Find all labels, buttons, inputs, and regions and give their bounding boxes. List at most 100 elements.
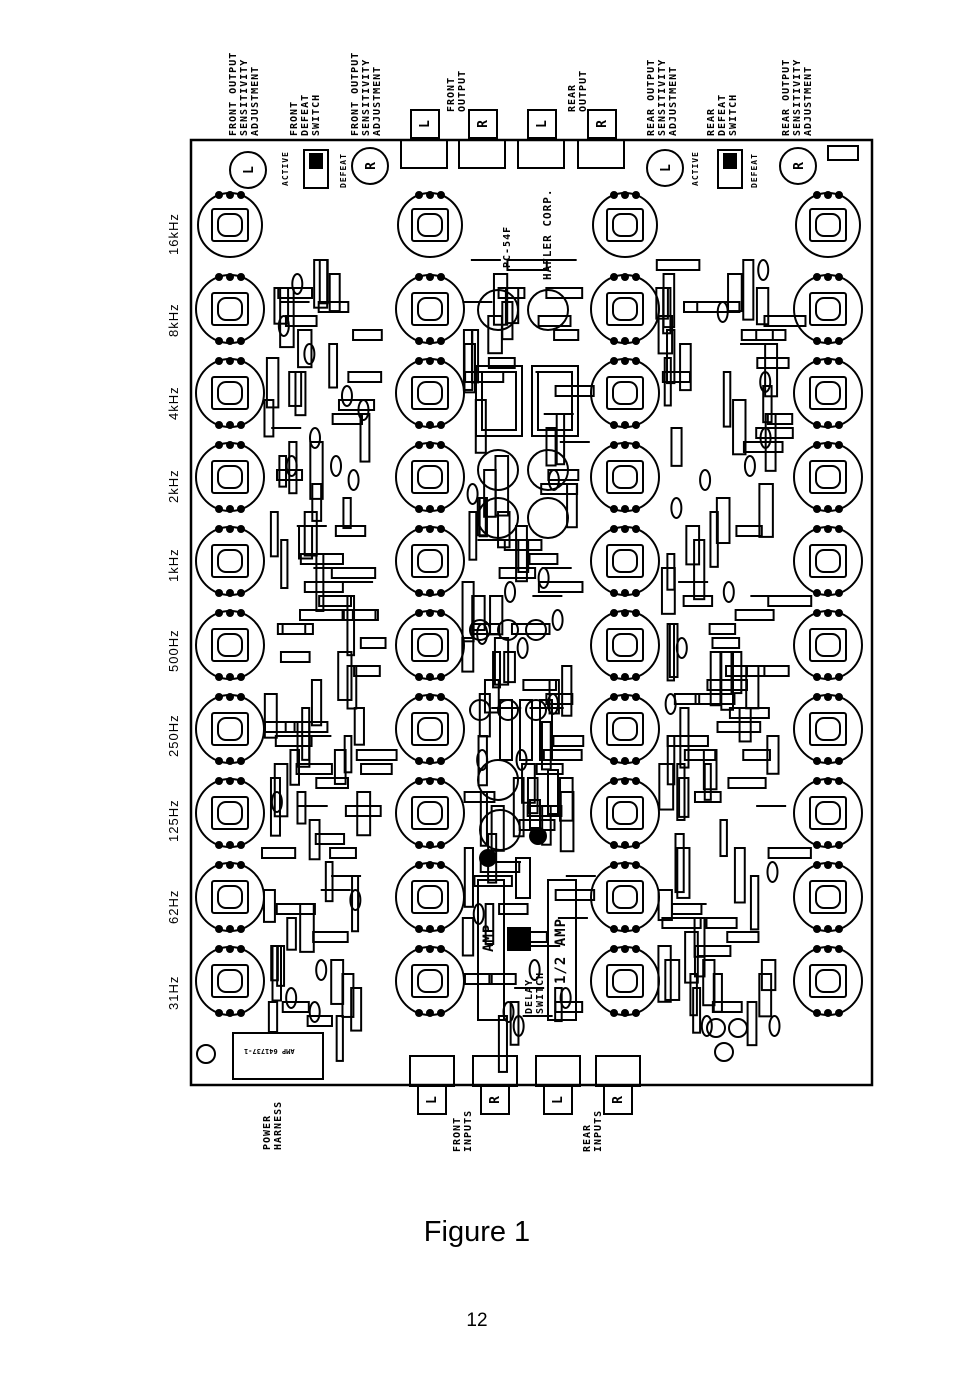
pot-pin <box>610 673 618 681</box>
resistor <box>275 903 316 915</box>
slider-pot-knob <box>815 213 841 237</box>
pot-pin <box>437 191 445 199</box>
resistor <box>488 973 517 985</box>
jack-letter: R <box>595 120 610 128</box>
led <box>529 827 547 845</box>
pot-pin <box>226 357 234 365</box>
pot-pin <box>215 861 223 869</box>
resistor <box>694 693 736 705</box>
slider-pot-knob <box>815 297 841 321</box>
resistor <box>284 721 329 733</box>
pot-pin <box>437 525 445 533</box>
resistor <box>676 763 686 821</box>
resistor <box>461 917 475 957</box>
capacitor <box>340 385 353 407</box>
pot-pin <box>426 945 434 953</box>
resistor <box>317 301 350 313</box>
resistor <box>303 511 318 557</box>
resistor <box>313 259 329 309</box>
resistor <box>657 889 673 922</box>
resistor <box>301 707 311 761</box>
pot-pin <box>226 337 234 345</box>
resistor <box>676 847 691 899</box>
capacitor <box>559 987 572 1009</box>
resistor <box>483 679 500 714</box>
pot-pin <box>215 357 223 365</box>
pot-pin <box>415 777 423 785</box>
pot-pin <box>415 589 423 597</box>
capacitor <box>759 371 772 393</box>
pot-pin <box>415 609 423 617</box>
resistor <box>684 931 699 984</box>
slider-pot-body <box>606 376 644 410</box>
slider-pot <box>793 862 863 932</box>
resistor <box>767 847 812 859</box>
pot-pin <box>632 191 640 199</box>
pot-pin <box>610 841 618 849</box>
slider-pot <box>590 946 660 1016</box>
pot-pin <box>426 673 434 681</box>
slider-pot-knob <box>417 213 443 237</box>
trimmer-letter: R <box>792 162 807 170</box>
pot-pin <box>415 357 423 365</box>
slider-pot-body <box>606 292 644 326</box>
slider-pot-knob <box>217 549 243 573</box>
label-rear-defeat-switch: REAR DEFEAT SWITCH <box>706 93 739 136</box>
sensitivity-trimmer <box>779 147 817 185</box>
freq-label-62hz: 62Hz <box>166 889 181 924</box>
board-tab <box>827 145 859 161</box>
slider-pot-body <box>809 880 847 914</box>
board-text-active-rear: ACTIVE <box>691 151 700 186</box>
resistor <box>279 651 311 663</box>
pot-pin <box>632 673 640 681</box>
pot-pin <box>813 693 821 701</box>
input-jack-tab <box>417 1085 447 1115</box>
slider-pot-knob <box>815 465 841 489</box>
pot-pin <box>237 273 245 281</box>
input-jack-body <box>409 1055 455 1087</box>
pot-pin <box>437 1009 445 1017</box>
pot-pin <box>621 525 629 533</box>
resistor <box>344 805 382 817</box>
pot-pin <box>610 693 618 701</box>
resistor <box>331 413 363 425</box>
resistor <box>756 357 790 369</box>
pot-pin <box>215 441 223 449</box>
capacitor <box>675 637 688 659</box>
pot-pin <box>621 757 629 765</box>
pot-pin <box>215 273 223 281</box>
resistor <box>335 1015 344 1062</box>
pot-pin <box>824 757 832 765</box>
resistor <box>738 707 752 743</box>
ic-chip <box>531 365 579 437</box>
input-jack-body <box>595 1055 641 1087</box>
pot-pin <box>610 357 618 365</box>
pot-pin <box>813 609 821 617</box>
resistor <box>758 483 774 538</box>
slider-pot <box>590 862 660 932</box>
pot-pin <box>215 1009 223 1017</box>
slider-pot-body <box>411 796 449 830</box>
resistor <box>709 511 719 568</box>
resistor <box>309 441 324 500</box>
resistor <box>661 371 691 383</box>
small-capacitor <box>469 699 491 721</box>
resistor <box>734 609 775 621</box>
resistor <box>463 343 476 394</box>
pot-pin <box>415 757 423 765</box>
pot-pin <box>824 421 832 429</box>
freq-label-500hz: 500Hz <box>166 629 181 672</box>
resistor <box>274 735 313 747</box>
slider-pot <box>395 862 465 932</box>
pot-pin <box>813 273 821 281</box>
slider-pot-knob <box>815 549 841 573</box>
capacitor <box>308 1001 321 1023</box>
capacitor <box>722 581 735 603</box>
slider-pot-knob <box>815 969 841 993</box>
pot-pin <box>415 861 423 869</box>
pot-pin <box>215 841 223 849</box>
resistor <box>760 959 777 992</box>
pot-pin <box>835 357 843 365</box>
pot-pin <box>632 925 640 933</box>
resistor <box>547 469 580 481</box>
